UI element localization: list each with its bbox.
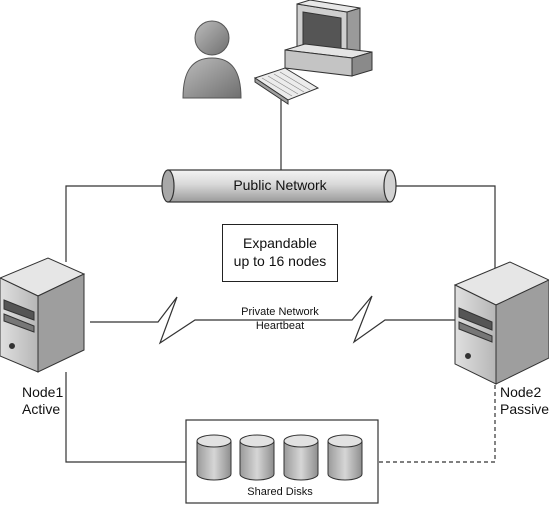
node1-public-link	[65, 185, 168, 262]
node2-public-link	[388, 185, 496, 268]
disk-icon	[283, 434, 319, 481]
user-person-icon	[182, 20, 242, 99]
connection-lines	[65, 96, 496, 463]
disk-icon	[239, 434, 275, 481]
node1-state-label: Active	[22, 401, 61, 417]
public-network-label: Public Network	[233, 177, 327, 193]
workstation-icon	[253, 0, 373, 105]
node2-server-icon	[453, 261, 549, 385]
heartbeat-label: Heartbeat	[255, 320, 305, 332]
node1-server-icon	[0, 257, 86, 373]
cluster-note-box: Expandable up to 16 nodes	[222, 224, 338, 282]
private-network-label: Private Network	[241, 306, 319, 318]
node1-storage-link	[65, 372, 186, 463]
node1-name-label: Node1	[22, 384, 64, 400]
shared-disks-enclosure	[185, 419, 379, 504]
cluster-note-line1: Expandable	[243, 235, 317, 251]
public-network-pipe	[161, 169, 397, 203]
heartbeat-link	[90, 295, 455, 345]
shared-disks-label: Shared Disks	[247, 486, 313, 498]
cluster-note-line2: up to 16 nodes	[233, 253, 327, 269]
node2-name-label: Node2	[500, 384, 542, 400]
disk-icon	[196, 434, 232, 481]
node2-storage-link	[378, 385, 496, 463]
disk-icon	[327, 434, 363, 481]
node2-state-label: Passive	[500, 401, 549, 417]
